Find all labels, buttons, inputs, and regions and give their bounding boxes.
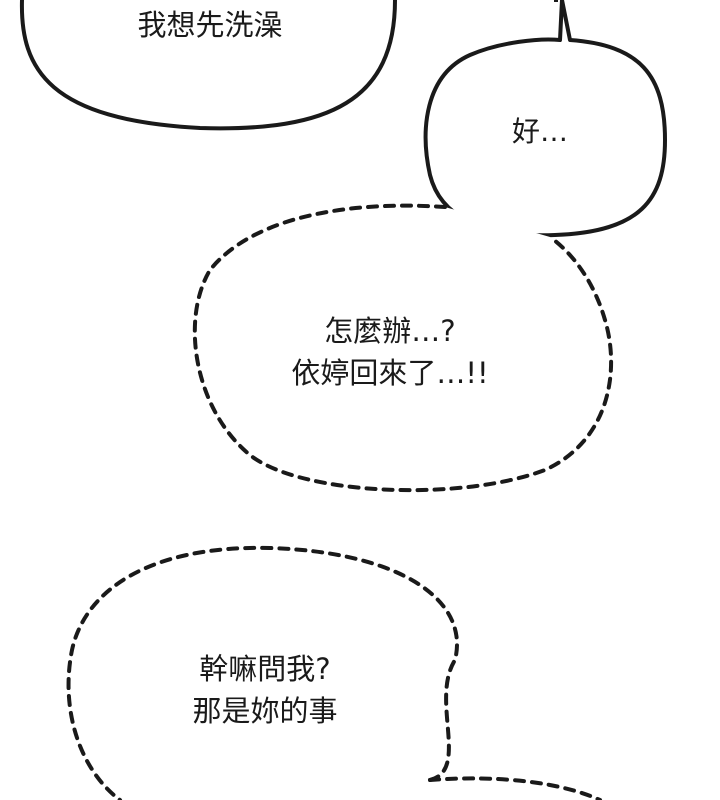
bubble-text-retort: 幹嘛問我? 那是妳的事 bbox=[120, 648, 410, 732]
bubble-text-retort-line-1: 幹嘛問我? bbox=[199, 652, 331, 686]
speech-bubble-shower bbox=[19, 0, 397, 131]
bubble-text-retort-line-2: 那是妳的事 bbox=[192, 694, 338, 729]
thought-bubble-partial bbox=[428, 776, 602, 800]
thought-bubble-retort bbox=[66, 545, 459, 800]
bubble-text-shower: 我想先洗澡 bbox=[137, 8, 283, 42]
bubble-text-worry: 怎麼辦…? 依婷回來了…!! bbox=[240, 310, 540, 394]
bubble-text-worry-line-2: 依婷回來了…!! bbox=[291, 356, 489, 391]
bubble-text-worry-line-1: 怎麼辦…? bbox=[324, 314, 456, 348]
thought-bubble-worry bbox=[192, 203, 614, 493]
bubble-text-okay: 好… bbox=[511, 115, 568, 148]
